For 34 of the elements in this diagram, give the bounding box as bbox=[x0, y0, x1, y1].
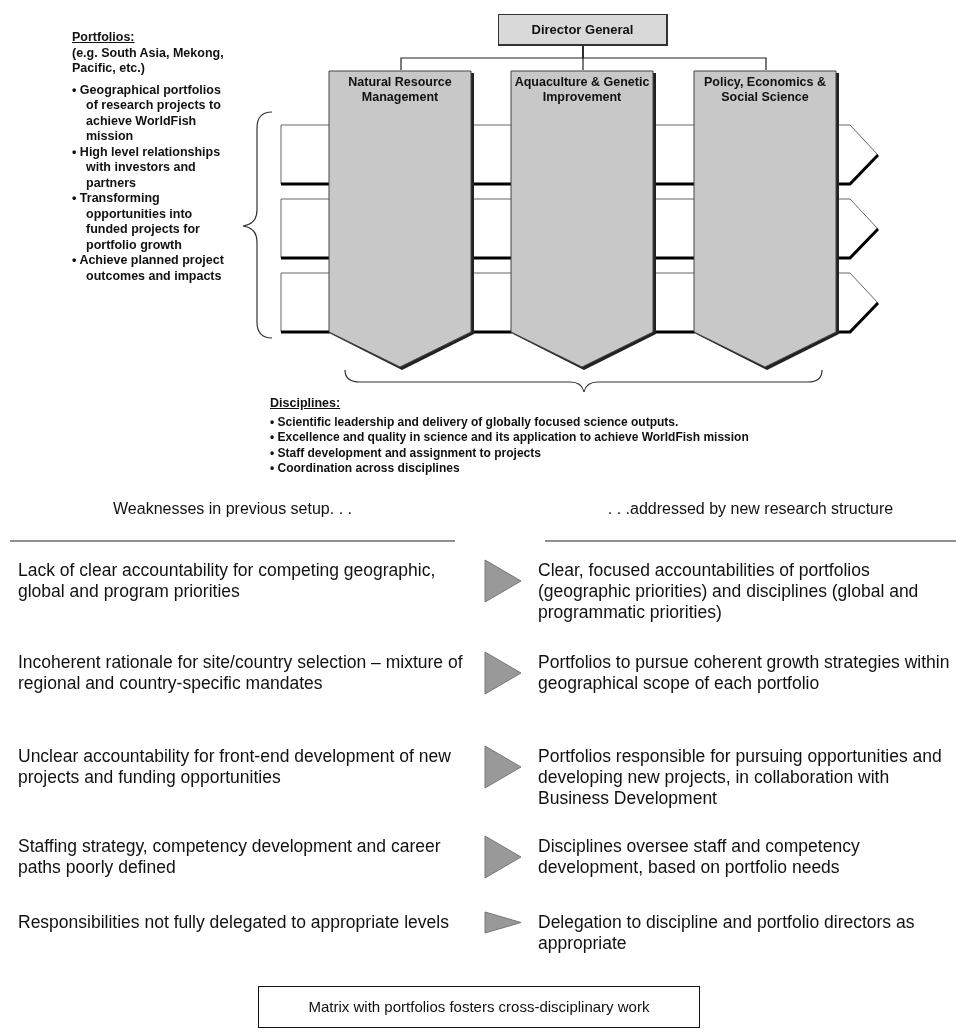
weakness-text: Responsibilities not fully delegated to appropriate levels bbox=[18, 912, 468, 933]
discipline-column: Aquaculture & Genetic Improvement bbox=[510, 70, 656, 370]
chevron-arrow bbox=[484, 745, 522, 789]
chevron-arrow bbox=[484, 559, 522, 603]
bullet-item: • Achieve planned project outcomes and impacts bbox=[72, 253, 225, 284]
chevron-arrow bbox=[484, 835, 522, 879]
chevron-arrow bbox=[484, 911, 522, 934]
weakness-text: Staffing strategy, competency development and career paths poorly defined bbox=[18, 836, 468, 878]
discipline-column: Policy, Economics & Social Science bbox=[693, 70, 839, 370]
solution-text: Delegation to discipline and portfolio directors as appropriate bbox=[538, 912, 956, 954]
section-subtitle: (e.g. South Asia, Mekong, Pacific, etc.) bbox=[72, 45, 225, 77]
chevron-arrow bbox=[484, 651, 522, 695]
bullet-item: • High level relationships with investors and partners bbox=[72, 144, 222, 191]
bullet-item: • Coordination across disciplines bbox=[270, 461, 461, 477]
solution-text: Clear, focused accountabilities of portfolios (geographic priorities) and disciplines (global and programmatic priorities) bbox=[538, 560, 956, 623]
title-box: Director General bbox=[498, 14, 668, 46]
solution-text: Disciplines oversee staff and competency development, based on portfolio needs bbox=[538, 836, 956, 878]
solution-text: Portfolios responsible for pursuing opportunities and developing new projects, in collaboration with Business Development bbox=[538, 746, 956, 809]
bullet-item: • Transforming opportunities into funded projects for portfolio growth bbox=[72, 191, 201, 253]
weakness-text: Lack of clear accountability for competing geographic, global and program priorities bbox=[18, 560, 468, 602]
section-heading: Portfolios: bbox=[72, 30, 136, 46]
bullet-item: • Excellence and quality in science and its application to achieve WorldFish mission bbox=[270, 430, 750, 446]
bullet-item: • Staff development and assignment to projects bbox=[270, 445, 542, 461]
weakness-text: Unclear accountability for front-end development of new projects and funding opportunities bbox=[18, 746, 468, 788]
summary-box: Matrix with portfolios fosters cross-disciplinary work bbox=[258, 986, 700, 1028]
bullet-item: • Scientific leadership and delivery of globally focused science outputs. bbox=[270, 414, 680, 430]
column-heading: . . .addressed by new research structure bbox=[607, 500, 894, 517]
section-heading: Disciplines: bbox=[270, 396, 342, 412]
column-heading: Weaknesses in previous setup. . . bbox=[113, 500, 352, 517]
solution-text: Portfolios to pursue coherent growth strategies within geographical scope of each portfolio bbox=[538, 652, 956, 694]
connector-line bbox=[582, 45, 767, 71]
bullet-item: • Geographical portfolios of research projects to achieve WorldFish mission bbox=[72, 82, 222, 145]
discipline-column: Natural Resource Management bbox=[328, 70, 474, 370]
weakness-text: Incoherent rationale for site/country selection – mixture of regional and country-specific mandates bbox=[18, 652, 468, 694]
